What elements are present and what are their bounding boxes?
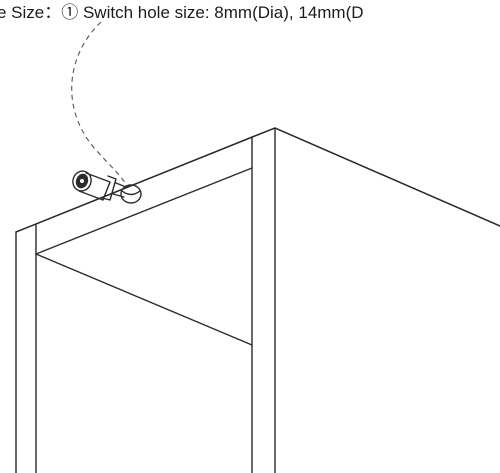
switch-hole (120, 184, 142, 204)
hole-size-caption: e Size：① Switch hole size: 8mm(Dia), 14m… (0, 3, 500, 23)
cabinet (15, 127, 500, 473)
leader-line (71, 21, 129, 189)
step-marker: ① (61, 3, 79, 22)
caption-text: Switch hole size: 8mm(Dia), 14mm(D (78, 3, 364, 22)
top-front-rail (35, 136, 253, 255)
center-divider (251, 127, 276, 473)
left-side-panel (15, 223, 37, 473)
right-top-edge (274, 127, 500, 227)
caption-prefix: e Size： (0, 3, 62, 22)
touch-switch-icon (72, 170, 127, 201)
inner-shelf-edge (35, 253, 253, 346)
cabinet-top-outline (15, 127, 500, 233)
